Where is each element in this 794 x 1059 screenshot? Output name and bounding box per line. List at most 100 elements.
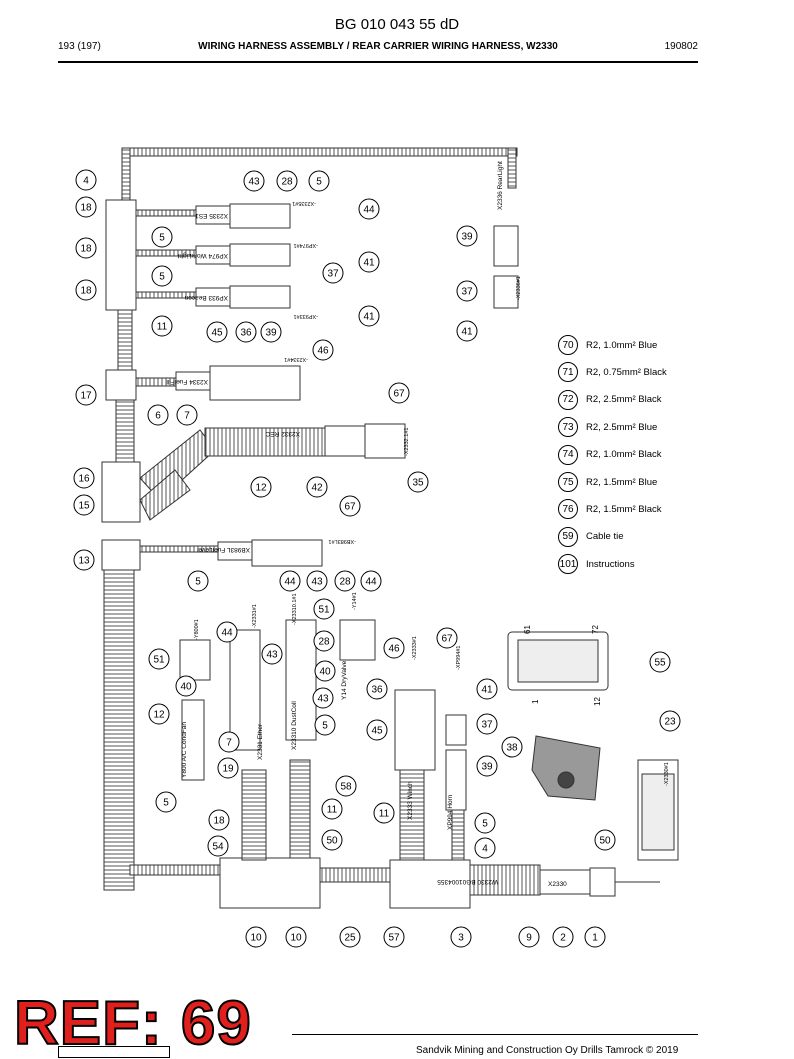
callout-number: 23 — [664, 717, 676, 728]
callout-circle — [314, 714, 336, 736]
callout-circle — [321, 829, 343, 851]
callout-circle — [75, 237, 97, 259]
callout-balloon: 17 — [75, 384, 97, 406]
connector-label: X2336 RearLight — [497, 161, 504, 210]
callout-balloon: 36 — [366, 678, 388, 700]
callout-balloon: 67 — [388, 382, 410, 404]
callout-number: 50 — [326, 836, 338, 847]
branch-57-3 — [389, 859, 471, 909]
callout-balloon: 55 — [649, 651, 671, 673]
callout-circle — [450, 926, 472, 948]
callout-number: 11 — [379, 809, 390, 820]
legend-text: R2, 1.5mm² Blue — [586, 476, 658, 488]
callout-circle — [75, 196, 97, 218]
callout-number: 25 — [344, 933, 356, 944]
callout-number: 5 — [322, 721, 328, 732]
callout-circle — [260, 321, 282, 343]
callout-circle — [279, 570, 301, 592]
callout-balloon: 37 — [476, 713, 498, 735]
callout-circle — [474, 837, 496, 859]
wire-label: -X23310.1#1 — [292, 594, 298, 626]
bottom-conduit-left — [129, 864, 231, 876]
callout-number: 37 — [327, 269, 339, 280]
callout-circle — [366, 719, 388, 741]
callout-circle — [321, 798, 343, 820]
callout-circle — [501, 736, 523, 758]
callout-balloon: 67 — [436, 627, 458, 649]
callout-circle — [151, 265, 173, 287]
end-connector — [589, 867, 616, 897]
wire-label: -XP974#1 — [294, 242, 318, 248]
callout-number: 39 — [461, 232, 473, 243]
legend-number: 101 — [558, 554, 578, 575]
callout-circle — [358, 305, 380, 327]
callout-circle — [358, 251, 380, 273]
callout-number: 36 — [240, 328, 252, 339]
callout-circle — [649, 651, 671, 673]
callout-circle — [306, 476, 328, 498]
rec-plug — [364, 423, 406, 459]
callout-balloon: 9 — [518, 926, 540, 948]
callout-circle — [407, 471, 429, 493]
callout-number: 40 — [180, 682, 192, 693]
callout-circle — [552, 926, 574, 948]
callout-number: 10 — [250, 933, 262, 944]
callout-balloon: 43 — [261, 643, 283, 665]
diagonal-conduit-2 — [139, 469, 191, 521]
legend-text: R2, 1.0mm² Black — [586, 449, 662, 461]
callout-balloon: 39 — [456, 225, 478, 247]
callout-circle — [206, 321, 228, 343]
header-row: 193 (197) WIRING HARNESS ASSEMBLY / REAR… — [58, 41, 698, 57]
callout-circle — [151, 315, 173, 337]
callout-circle — [339, 926, 361, 948]
callout-circle — [217, 757, 239, 779]
callout-circle — [148, 703, 170, 725]
wire-label: -Y14#1 — [352, 592, 358, 610]
header-rule — [58, 61, 698, 63]
callout-circle — [456, 225, 478, 247]
callout-circle — [243, 170, 265, 192]
callout-balloon: 40 — [314, 660, 336, 682]
connector-label: XP994 Horn — [447, 794, 454, 830]
callout-circle — [358, 198, 380, 220]
document-code: BG 010 043 55 dD — [334, 16, 460, 33]
wire-label: -X2332.1#1 — [404, 428, 410, 456]
connector-pin-number: 72 — [591, 625, 600, 634]
connector-label: X2331 Ether — [257, 723, 264, 760]
callout-balloon: 11 — [321, 798, 343, 820]
callout-number: 67 — [344, 502, 356, 513]
callout-balloon: 5 — [187, 570, 209, 592]
legend-text: Instructions — [586, 558, 635, 570]
connector-label: W2330 BG01004355 — [437, 878, 498, 885]
wire-label: -Y800#1 — [194, 619, 200, 640]
rec-connector — [324, 425, 366, 457]
callout-balloon: 28 — [276, 170, 298, 192]
label-x2330 — [539, 869, 591, 895]
trunk-mid — [115, 399, 135, 471]
legend-item: 74 R2, 1.0mm² Black — [558, 444, 662, 465]
callout-balloon: 37 — [322, 262, 344, 284]
callout-circle — [75, 169, 97, 191]
callout-balloon: 44 — [279, 570, 301, 592]
callout-number: 6 — [155, 411, 161, 422]
callout-number: 43 — [317, 694, 329, 705]
callout-circle — [73, 494, 95, 516]
wire-label: -XP933#1 — [294, 313, 318, 319]
callout-balloon: 18 — [75, 196, 97, 218]
callout-balloon: 57 — [383, 926, 405, 948]
callout-circle — [594, 829, 616, 851]
callout-circle — [584, 926, 606, 948]
callout-circle — [147, 404, 169, 426]
callout-balloon: 41 — [476, 678, 498, 700]
callout-number: 12 — [153, 710, 165, 721]
callout-balloon: 35 — [407, 471, 429, 493]
connector-label: X2330 — [548, 881, 567, 888]
callout-balloon: 46 — [383, 637, 405, 659]
legend-item: 101 Instructions — [558, 554, 635, 575]
callout-balloon: 37 — [456, 280, 478, 302]
connector-label: X23310 DustColl — [291, 701, 298, 750]
callout-number: 40 — [319, 667, 331, 678]
legend-number: 74 — [558, 444, 578, 465]
callout-balloon: 40 — [175, 675, 197, 697]
